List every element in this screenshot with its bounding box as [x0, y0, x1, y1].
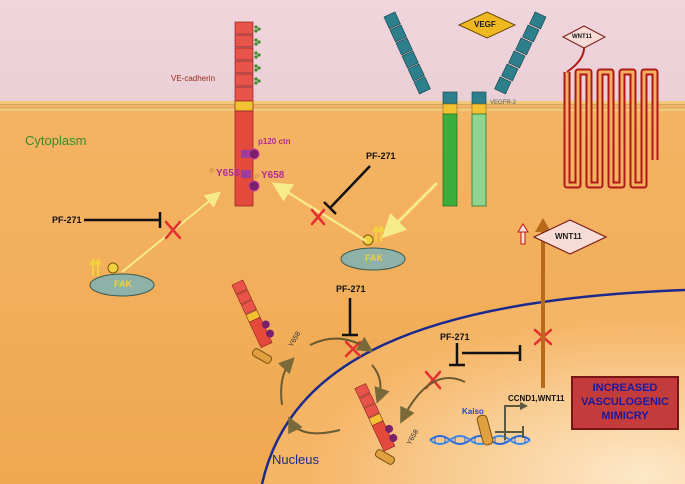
label-nucleus: Nucleus	[272, 452, 319, 467]
wnt11-ligand-right	[532, 219, 608, 255]
label-y658-center: Y658	[261, 170, 285, 181]
cadherin-fragment-upper	[231, 279, 274, 349]
inhibit-left	[84, 212, 162, 228]
label-pf271-mid: PF-271	[336, 284, 366, 294]
label-pf271-left: PF-271	[52, 215, 82, 225]
label-p120: p120 ctn	[258, 137, 291, 146]
vegf-ligand	[457, 11, 517, 39]
label-wnt11-right: WNT11	[555, 232, 582, 241]
fak-center	[340, 247, 406, 271]
up-arrows-left	[89, 258, 102, 276]
label-ccnd1-wnt11: CCND1,WNT11	[508, 394, 565, 403]
nuclear-envelope	[260, 288, 685, 484]
inhibit-center	[323, 165, 371, 215]
cadherin-fragment-lower	[354, 383, 398, 452]
label-fak-center: FAK	[365, 253, 383, 263]
label-p-left: P	[210, 169, 215, 175]
kaiso-repression	[495, 426, 524, 438]
label-pf271-center: PF-271	[366, 151, 396, 161]
ve-cadherin-protein	[234, 21, 261, 207]
inhibit-right-across	[462, 345, 522, 361]
extracellular-region	[0, 0, 685, 104]
phospho-left	[107, 262, 119, 274]
label-kaiso: Kaiso	[462, 407, 484, 416]
label-vegf: VEGF	[474, 20, 496, 29]
frizzled-receptor-inner	[565, 70, 657, 187]
increase-arrow	[517, 223, 529, 245]
kaiso-protein	[476, 414, 494, 446]
increased-vasculogenic-mimicry-box: INCREASED VASCULOGENIC MIMICRY	[571, 376, 679, 430]
fak-left	[89, 273, 155, 297]
inhibit-mid	[342, 298, 358, 337]
x-mark-center	[310, 208, 326, 226]
arrow-cycle-bottom	[288, 416, 341, 435]
membrane-line-top	[0, 101, 685, 104]
vegfr2-receptor	[383, 11, 547, 207]
kaiso-fragment-lower	[374, 449, 396, 465]
label-p-center: P	[255, 175, 260, 181]
nucleus-region	[262, 290, 685, 484]
label-pf271-right: PF-271	[440, 332, 470, 342]
arrow-kaiso-release	[400, 377, 466, 424]
transcription-start-arrow	[504, 405, 522, 440]
arrow-head-wnt11	[535, 218, 551, 232]
kaiso-fragment-upper	[251, 348, 273, 364]
x-mark-left	[164, 220, 182, 240]
label-y658-left: Y658	[216, 168, 240, 179]
arrow-cycle-right	[371, 364, 390, 404]
arrow-vegfr-to-fak	[381, 181, 439, 239]
label-ve-cadherin: VE-cadherin	[171, 74, 216, 83]
membrane-line-bottom	[0, 108, 685, 111]
label-wnt11-top: WNT11	[572, 34, 593, 40]
label-vegfr2: VEGFR-2	[490, 100, 517, 106]
arrow-cycle-top	[309, 336, 374, 353]
label-cytoplasm: Cytoplasm	[25, 133, 87, 148]
wnt11-ligand-top	[561, 25, 607, 49]
inhibit-right-down	[449, 343, 465, 367]
wnt11-tether	[566, 47, 585, 73]
label-fak-left: FAK	[114, 279, 132, 289]
transcription-arrow-head	[520, 402, 528, 410]
arrow-cycle-left	[277, 357, 295, 406]
